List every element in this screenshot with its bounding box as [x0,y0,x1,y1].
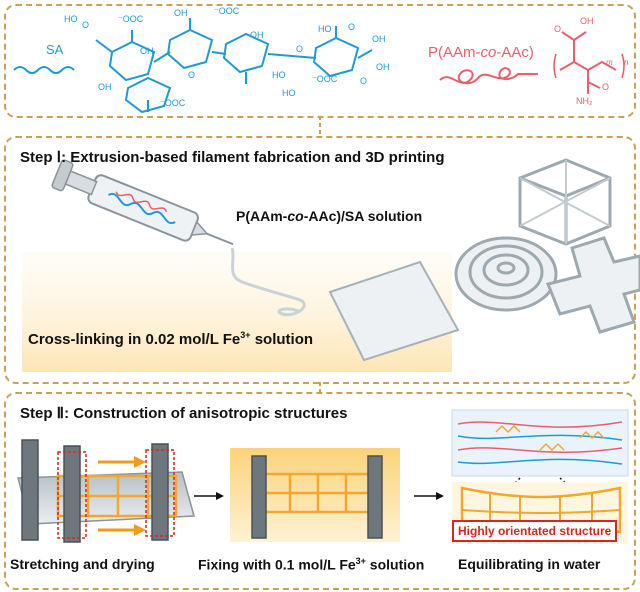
ho-label-4: HO [282,88,296,98]
coo-label-2: ⁻OOC [214,6,240,16]
coo-label-3: ⁻OOC [160,98,186,108]
coo-label-1: ⁻OOC [118,14,144,24]
mono-oh-label: OH [580,16,594,26]
oh-label-3: OH [98,82,112,92]
oh-label-4: OH [250,30,264,40]
maze-disc-icon [454,236,558,312]
o-label-2: O [188,70,196,80]
crosslink-label: Cross-linking in 0.02 mol/L Fe3+ solutio… [28,330,314,348]
o-label-5: O [360,76,368,86]
oh-label-1: OH [140,46,154,56]
cross-grid-icon [545,236,640,334]
structure-panel [4,4,636,118]
ho-label-3: HO [318,24,332,34]
ho-label: HO [64,14,78,24]
sa-label: SA [46,42,64,57]
stretching-rig [17,439,195,543]
coo-label-4: ⁻OOC [312,74,338,84]
o-label-3: O [296,44,304,54]
highlight-label: Highly orientated structure [452,520,618,542]
stage1-label: Stretching and drying [10,556,155,572]
step1-title: Step Ⅰ: Extrusion-based filament fabrica… [20,149,445,166]
oh-label-2: OH [174,8,188,18]
fixing-bath [230,448,400,542]
solution-label: P(AAm-co-AAc)/SA solution [236,208,423,224]
stage2-label: Fixing with 0.1 mol/L Fe3+ solution [198,556,425,573]
oh-label-5: OH [372,34,386,44]
syringe-icon [51,159,234,246]
ho-label-2: HO [272,70,286,80]
mono-nh2-label: NH₂ [576,96,593,106]
step2-title: Step Ⅱ: Construction of anisotropic stru… [20,405,348,422]
poly-label: P(AAm-co-AAc) [428,44,534,61]
stage3-label: Equilibrating in water [458,556,601,572]
lattice-cube-icon [518,158,612,246]
o-label-4: O [348,22,356,32]
printed-grid [328,260,460,362]
mono-o-label-1: O [554,24,562,34]
o-label-1: O [82,20,90,30]
mono-m-label: m [606,58,613,67]
mono-o-label-2: O [602,82,610,92]
mono-n-label: n [624,58,629,67]
oh-label-6: OH [376,62,390,72]
